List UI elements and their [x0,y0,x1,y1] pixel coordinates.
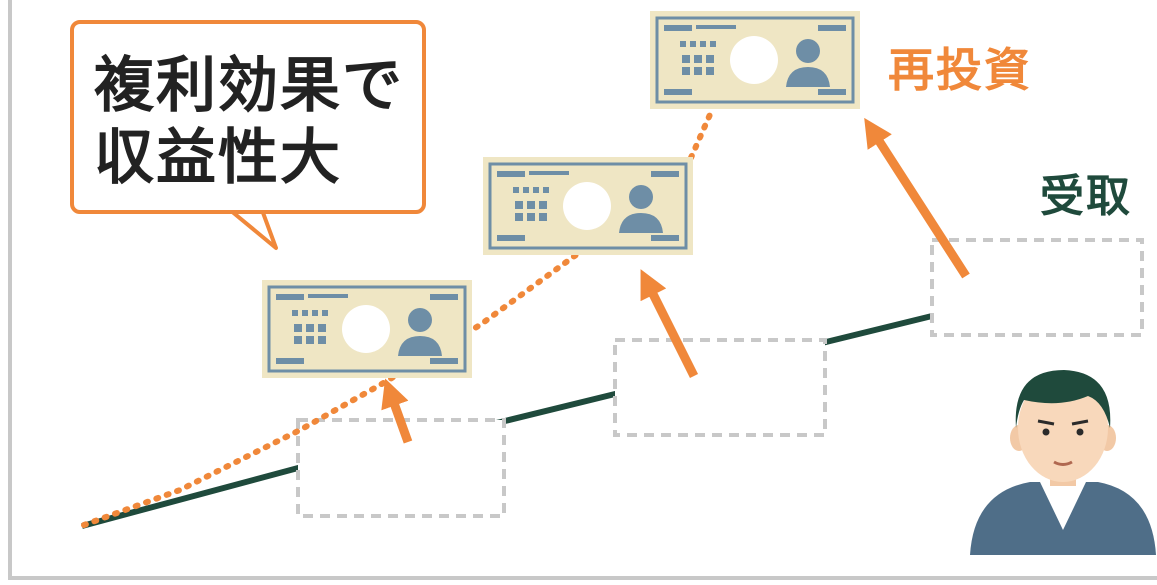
bubble-line-1: 複利効果で [94,51,404,121]
arrow-up-right-icon [381,378,413,444]
speech-bubble-text: 複利効果で 収益性大 [94,50,424,194]
compound-growth-dotted-line [81,107,715,528]
bubble-tail [228,208,278,250]
person-avatar-icon [970,370,1156,555]
dashed-box-3 [930,238,1144,337]
reinvest-label: 再投資 [888,43,1032,97]
banknote-icon [648,9,862,111]
arrow-up-right-icon [640,269,699,379]
receive-label: 受取 [1040,171,1132,222]
banknote-icon [260,278,474,380]
receive-trend-line [81,313,933,529]
dashed-box-2 [613,338,827,437]
banknote-icon [481,155,695,257]
speech-bubble: 複利効果で 収益性大 [70,20,426,214]
bubble-line-2: 収益性大 [94,123,342,193]
arrow-up-right-icon [864,117,970,279]
